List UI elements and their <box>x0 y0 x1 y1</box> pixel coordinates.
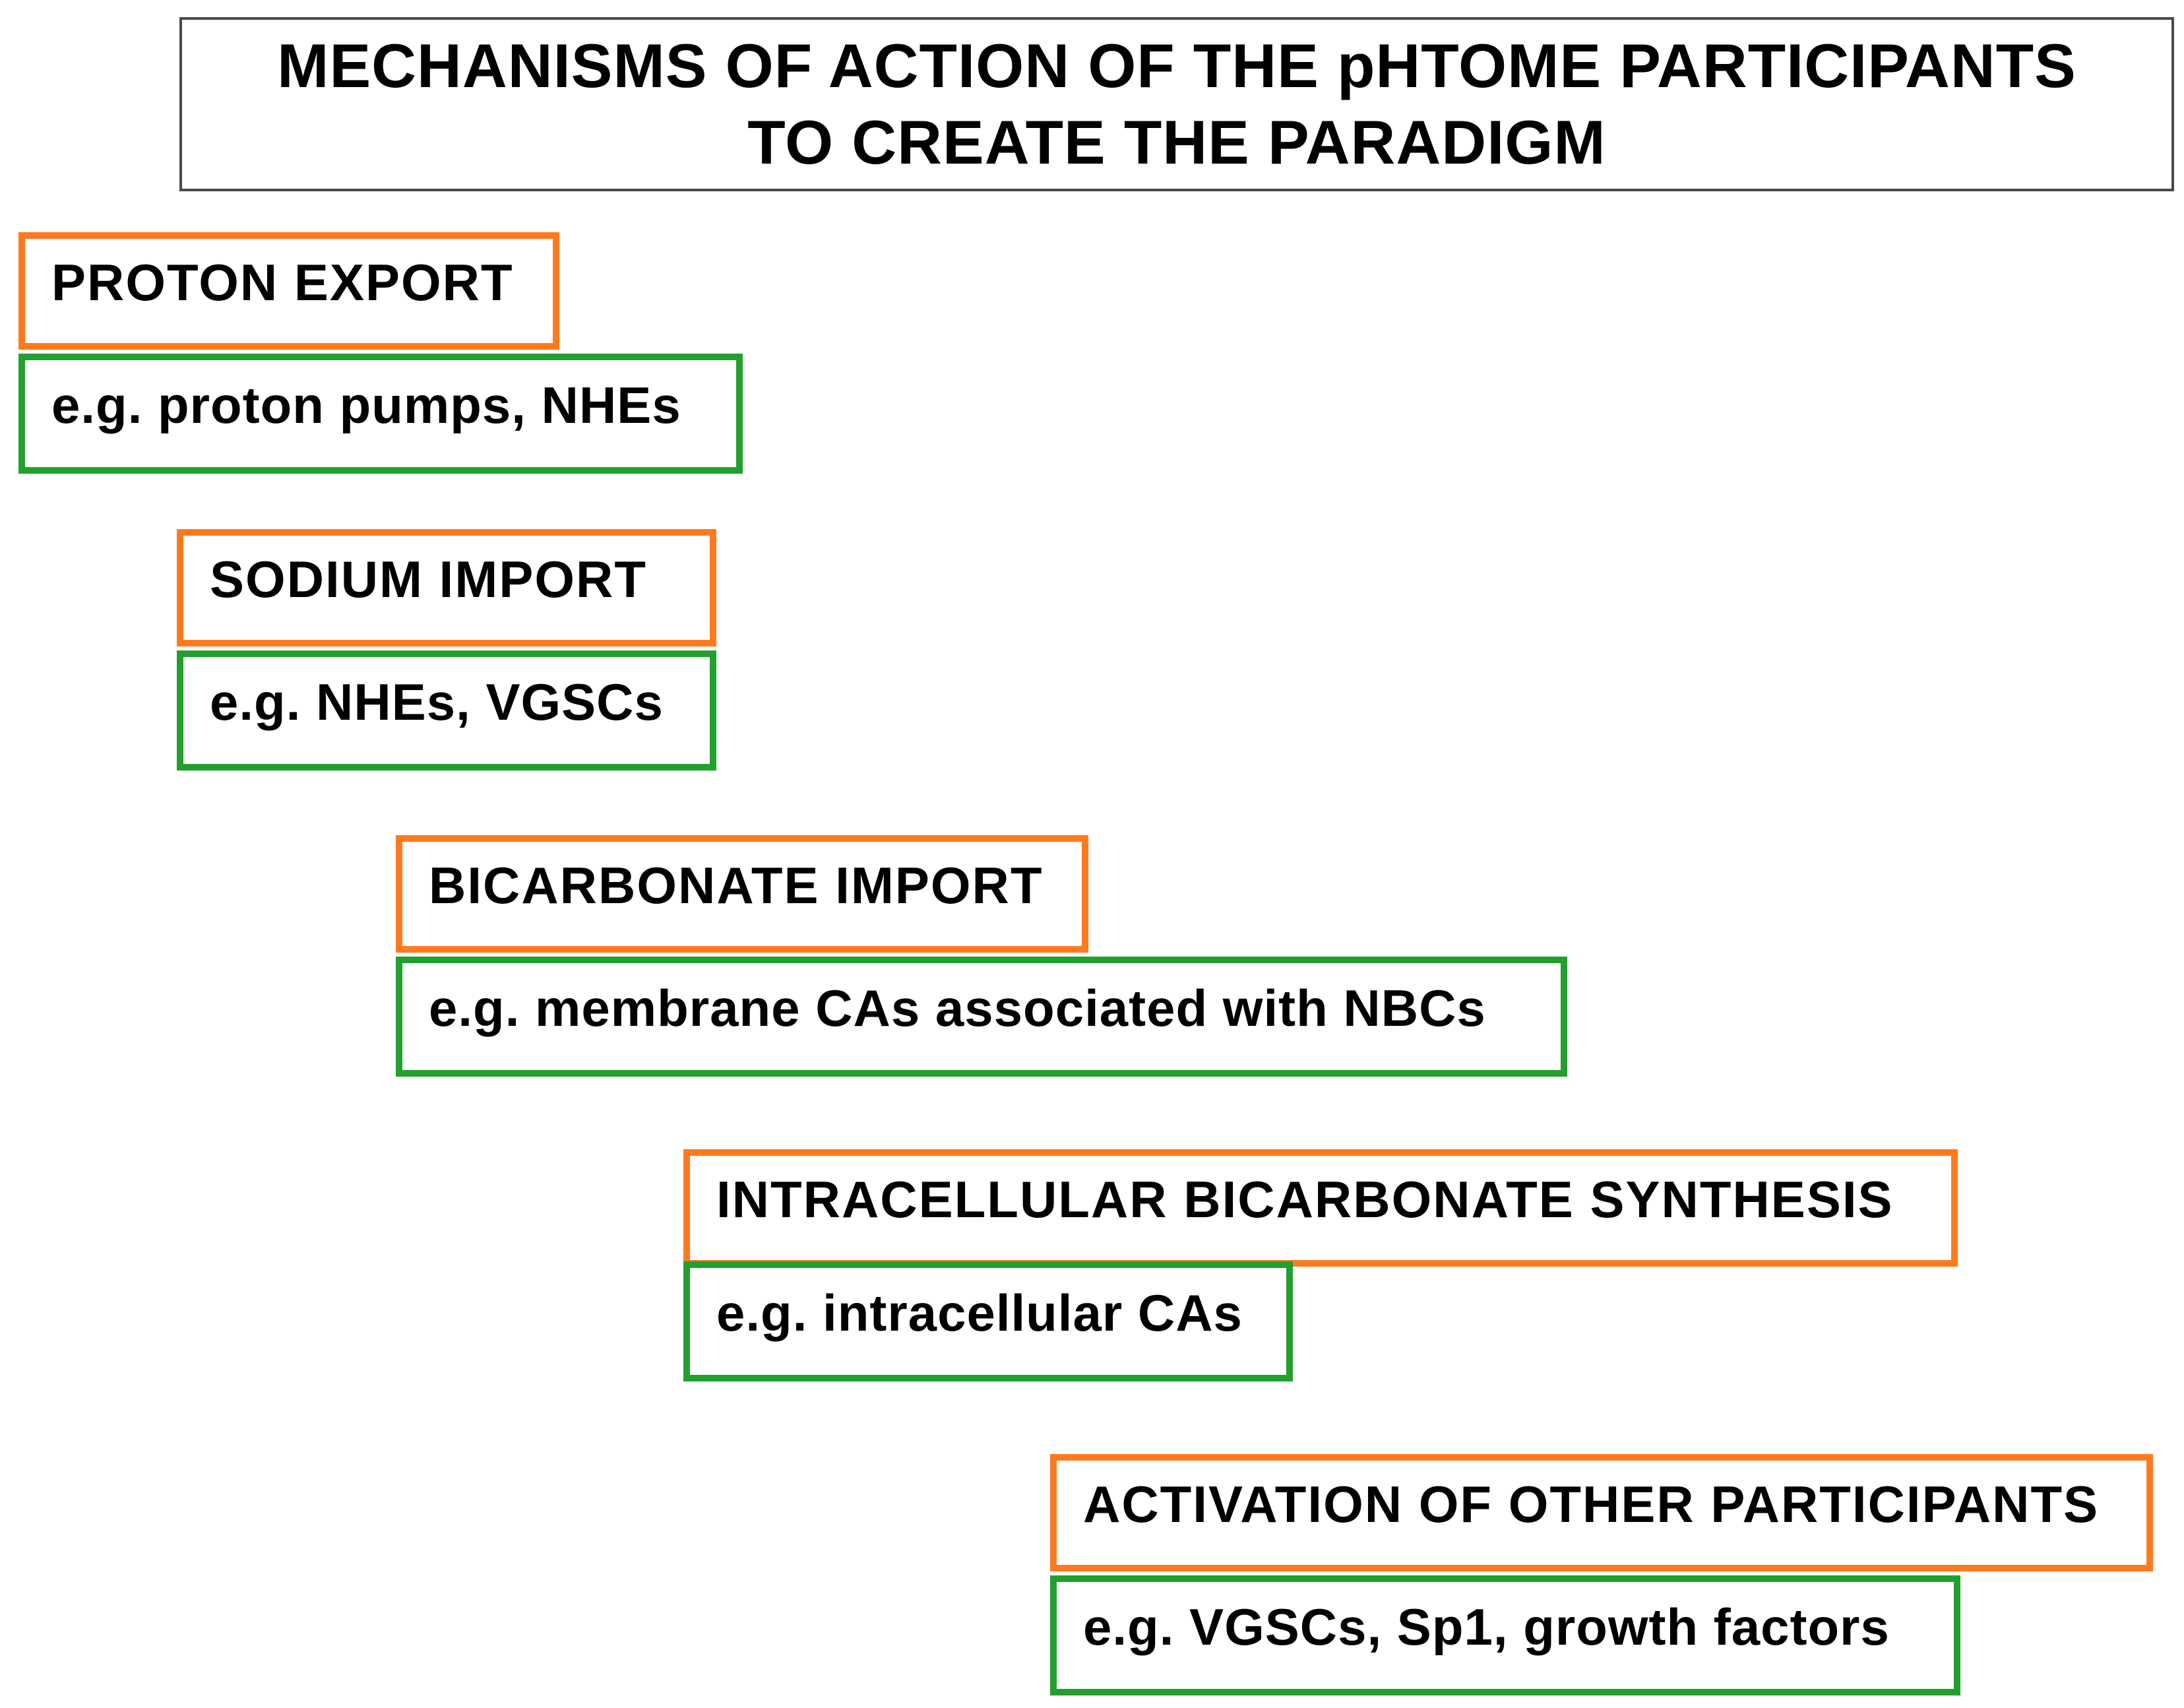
example-label: e.g. proton pumps, NHEs <box>51 375 681 434</box>
mechanism-label: BICARBONATE IMPORT <box>429 856 1044 914</box>
example-label: e.g. membrane CAs associated with NBCs <box>429 978 1486 1037</box>
example-bicarbonate-import: e.g. membrane CAs associated with NBCs <box>396 957 1567 1077</box>
diagram-title-line-1: MECHANISMS OF ACTION OF THE pHTOME PARTI… <box>277 31 2076 100</box>
mechanism-label: ACTIVATION OF OTHER PARTICIPANTS <box>1083 1474 2100 1533</box>
example-activation-of-other-participants: e.g. VGSCs, Sp1, growth factors <box>1050 1575 1960 1695</box>
example-label: e.g. intracellular CAs <box>716 1283 1243 1342</box>
mechanism-bicarbonate-import: BICARBONATE IMPORT <box>396 835 1088 953</box>
example-proton-export: e.g. proton pumps, NHEs <box>18 354 743 474</box>
mechanism-label: INTRACELLULAR BICARBONATE SYNTHESIS <box>716 1170 1894 1228</box>
example-sodium-import: e.g. NHEs, VGSCs <box>177 650 716 771</box>
mechanism-label: SODIUM IMPORT <box>210 550 647 608</box>
example-label: e.g. VGSCs, Sp1, growth factors <box>1083 1597 1890 1656</box>
mechanism-sodium-import: SODIUM IMPORT <box>177 529 716 647</box>
mechanism-label: PROTON EXPORT <box>51 253 514 311</box>
mechanism-activation-of-other-participants: ACTIVATION OF OTHER PARTICIPANTS <box>1050 1454 2153 1571</box>
example-intracellular-bicarbonate-synthesis: e.g. intracellular CAs <box>683 1261 1293 1381</box>
diagram-title-box: MECHANISMS OF ACTION OF THE pHTOME PARTI… <box>179 17 2174 191</box>
mechanism-proton-export: PROTON EXPORT <box>18 232 559 350</box>
example-label: e.g. NHEs, VGSCs <box>210 672 664 731</box>
mechanism-intracellular-bicarbonate-synthesis: INTRACELLULAR BICARBONATE SYNTHESIS <box>683 1149 1958 1267</box>
diagram-title-line-2: TO CREATE THE PARADIGM <box>747 108 1606 177</box>
